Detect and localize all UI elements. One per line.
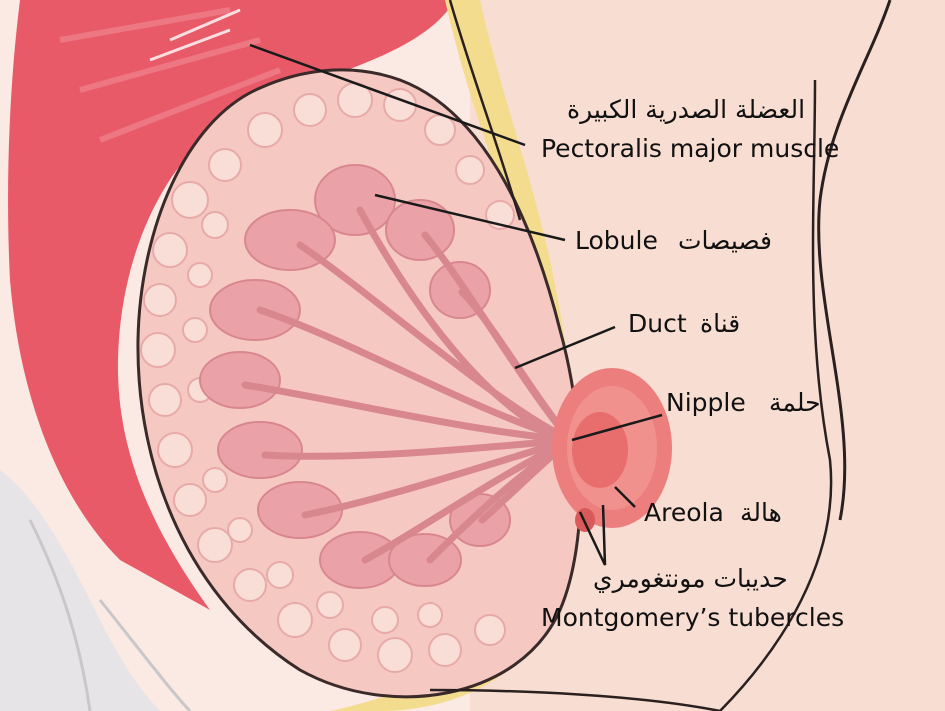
areola-label-english: Areola [644,499,724,528]
pectoralis-label-english: Pectoralis major muscle [541,135,839,164]
nipple-label-arabic: حلمة [769,389,821,418]
nipple-label-english: Nipple [666,389,746,418]
montgomery-label-english: Montgomery’s tubercles [541,604,844,633]
duct-label-arabic: قناة [700,310,740,339]
pectoralis-label-arabic: العضلة الصدرية الكبيرة [567,96,805,125]
duct-label-english: Duct [628,310,687,339]
lobule-label-arabic: فصيصات [678,227,772,256]
areola-label-arabic: هالة [740,499,782,528]
lobule-label-english: Lobule [575,227,658,256]
montgomery-label-arabic: حديبات مونتغومري [593,565,788,594]
nipple [572,412,628,488]
